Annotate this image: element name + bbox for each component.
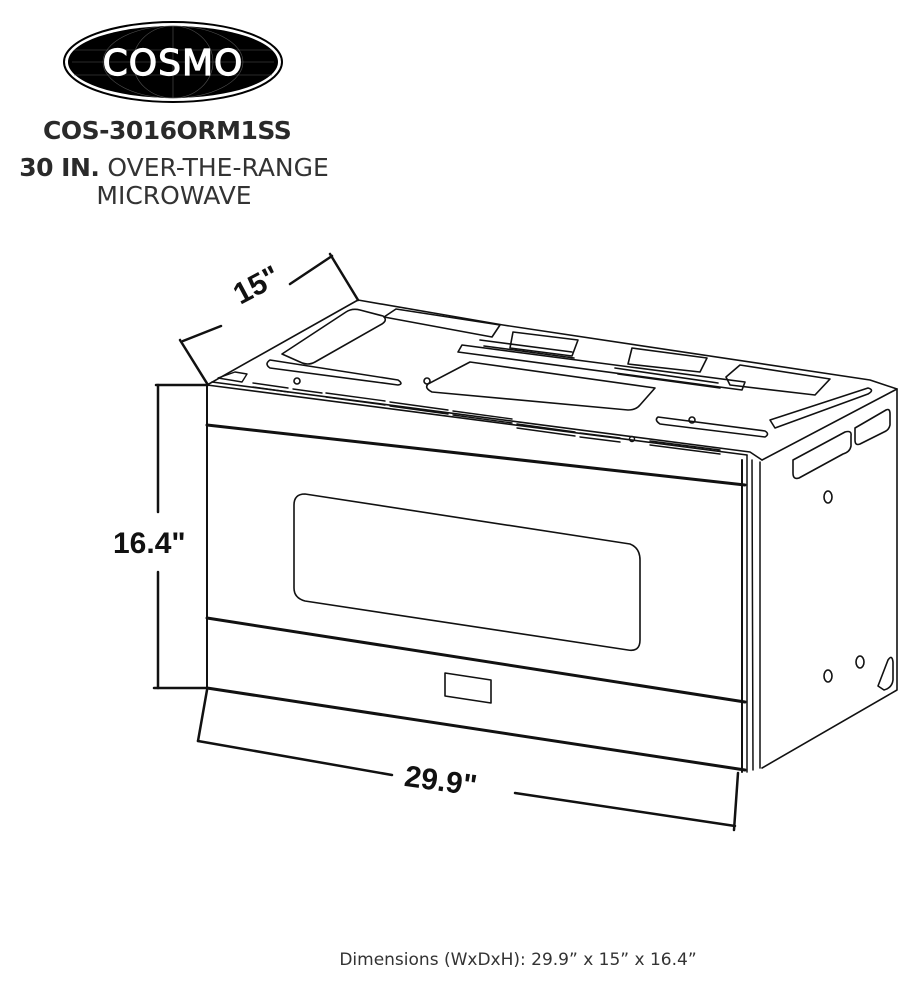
door-handle-recess bbox=[444, 672, 492, 704]
globe-grid-icon bbox=[72, 25, 274, 99]
type-line-2: MICROWAVE bbox=[96, 181, 252, 210]
height-label: 16.4" bbox=[113, 527, 186, 560]
front-vent-strip bbox=[217, 371, 721, 455]
product-title: 30 IN. OVER-THE-RANGE MICROWAVE bbox=[18, 154, 330, 210]
type-line-1: OVER-THE-RANGE bbox=[107, 153, 329, 182]
width-dimension-line bbox=[196, 688, 740, 832]
size-label: 30 IN. bbox=[19, 153, 100, 182]
side-panel bbox=[761, 388, 898, 769]
dimensions-caption-text: Dimensions (WxDxH): 29.9” x 15” x 16.4” bbox=[339, 950, 697, 970]
top-panel bbox=[206, 299, 898, 461]
logo-text: COSMO bbox=[103, 43, 244, 84]
model-number: COS-3016ORM1SS bbox=[43, 116, 292, 145]
height-dimension-line bbox=[152, 383, 209, 690]
depth-dimension-line bbox=[178, 252, 360, 387]
front-face bbox=[205, 384, 761, 773]
door-window bbox=[293, 493, 641, 652]
dimensions-caption: Dimensions (WxDxH): 29.9” x 15” x 16.4” bbox=[0, 950, 918, 970]
cosmo-logo: COSMO bbox=[63, 21, 283, 103]
